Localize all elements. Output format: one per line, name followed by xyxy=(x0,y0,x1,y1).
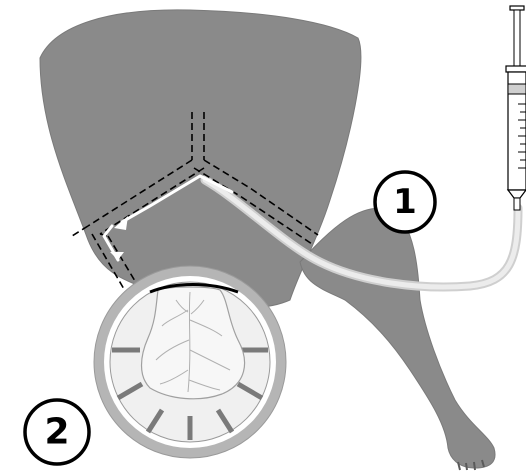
callout-step-1-label: 1 xyxy=(393,182,417,222)
syringe-icon xyxy=(506,6,526,210)
callout-step-1: 1 xyxy=(375,172,435,232)
callout-step-2-label: 2 xyxy=(44,412,69,453)
callout-step-2: 2 xyxy=(25,400,89,464)
organ-lobe xyxy=(300,208,495,468)
